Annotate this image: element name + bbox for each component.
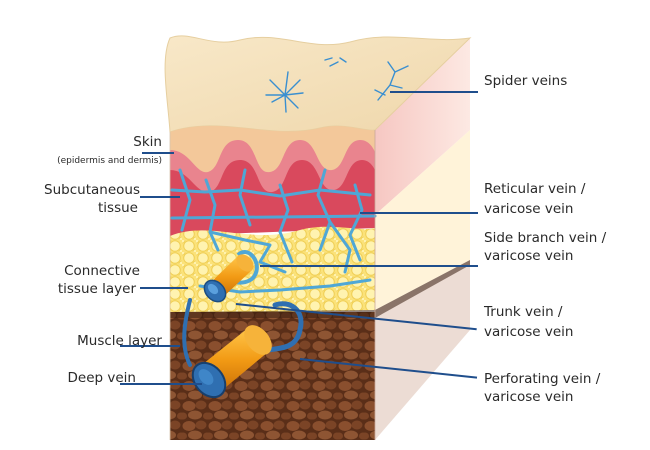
leader-line-spider-veins [390, 91, 478, 93]
label-skin-subtext: (epidermis and dermis) [57, 156, 162, 166]
skin-surface [164, 35, 472, 133]
label-skin-sub: (epidermis and dermis) [57, 155, 162, 167]
label-perforating: Perforating vein / [484, 370, 600, 388]
label-side-branch-line2: varicose vein [484, 248, 574, 264]
label-trunk-line1: Trunk vein / [484, 304, 563, 320]
label-perforating-2: varicose vein [484, 388, 573, 406]
label-reticular-2: varicose vein [484, 200, 573, 218]
label-deep-vein-text: Deep vein [67, 370, 136, 386]
label-tissue: tissue [98, 199, 138, 217]
leader-line-subcutaneous [140, 196, 180, 198]
label-reticular-line1: Reticular vein / [484, 181, 586, 197]
label-subcutaneous: Subcutaneous [44, 181, 140, 199]
label-skin: Skin [133, 133, 162, 151]
label-perforating-line2: varicose vein [484, 389, 574, 405]
label-trunk-line2: varicose vein [484, 324, 574, 340]
leader-line-reticular [360, 212, 478, 214]
leader-line-skin [142, 152, 174, 154]
label-connective: Connective [64, 262, 140, 280]
label-reticular-line2: varicose vein [484, 201, 574, 217]
trunk-vein [203, 254, 254, 303]
label-skin-text: Skin [133, 134, 162, 150]
label-subcutaneous-line1: Subcutaneous [44, 182, 140, 198]
label-connective-line1: Connective [64, 263, 140, 279]
label-perforating-line1: Perforating vein / [484, 371, 601, 387]
leader-line-muscle [120, 345, 180, 347]
label-reticular: Reticular vein / [484, 180, 585, 198]
label-connective-2: tissue layer [58, 280, 136, 298]
label-trunk-2: varicose vein [484, 323, 573, 341]
label-connective-line2: tissue layer [57, 281, 136, 297]
label-side-branch: Side branch vein / [484, 229, 606, 247]
label-spider-veins: Spider veins [484, 72, 567, 90]
label-subcutaneous-line2: tissue [98, 200, 138, 216]
deep-vein [191, 325, 272, 399]
leader-line-side-branch [260, 265, 478, 267]
label-deep-vein: Deep vein [68, 369, 136, 387]
spider-veins [265, 57, 409, 113]
label-side-branch-line1: Side branch vein / [484, 230, 607, 246]
deep-vein-connector [182, 298, 192, 367]
leader-line-connective [140, 287, 188, 289]
label-spider-veins-text: Spider veins [484, 73, 568, 89]
label-muscle: Muscle layer [77, 332, 162, 350]
label-side-branch-2: varicose vein [484, 247, 573, 265]
label-muscle-text: Muscle layer [77, 333, 162, 349]
leader-line-deep-vein [120, 383, 202, 385]
label-trunk: Trunk vein / [484, 303, 562, 321]
